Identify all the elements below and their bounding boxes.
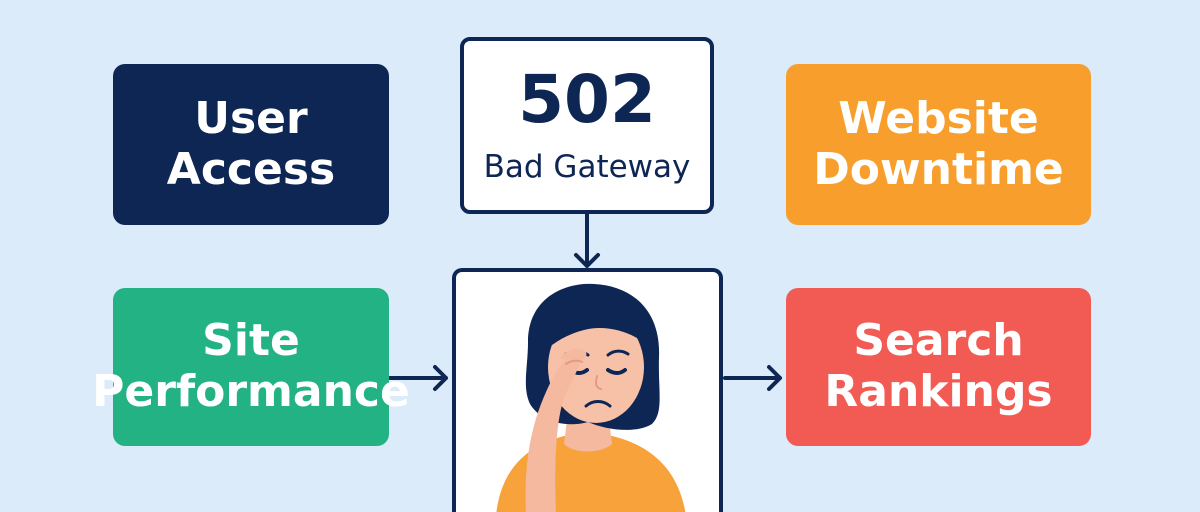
error-code: 502 — [518, 60, 656, 138]
user-access-box: User Access — [113, 64, 389, 225]
box-label-line: Search — [853, 315, 1024, 367]
box-label-line: Downtime — [813, 143, 1064, 195]
frustrated-person-icon — [496, 283, 686, 512]
box-label-line: Site — [202, 315, 300, 367]
site-performance-box: Site Performance — [92, 288, 410, 446]
box-label-line: Rankings — [824, 366, 1053, 417]
website-downtime-box: Website Downtime — [786, 64, 1091, 225]
arrow-right-icon — [723, 365, 782, 391]
box-label-line: User — [194, 92, 308, 144]
error-message: Bad Gateway — [483, 148, 691, 185]
error-502-box: 502 Bad Gateway — [460, 37, 714, 214]
person-illustration-frame — [452, 268, 723, 512]
box-label-line: Website — [838, 92, 1039, 144]
box-label-line: Performance — [92, 366, 410, 417]
arrow-right-icon — [388, 365, 448, 391]
box-label-line: Access — [166, 143, 336, 195]
search-rankings-box: Search Rankings — [786, 288, 1091, 446]
arrow-down-icon — [574, 212, 600, 268]
